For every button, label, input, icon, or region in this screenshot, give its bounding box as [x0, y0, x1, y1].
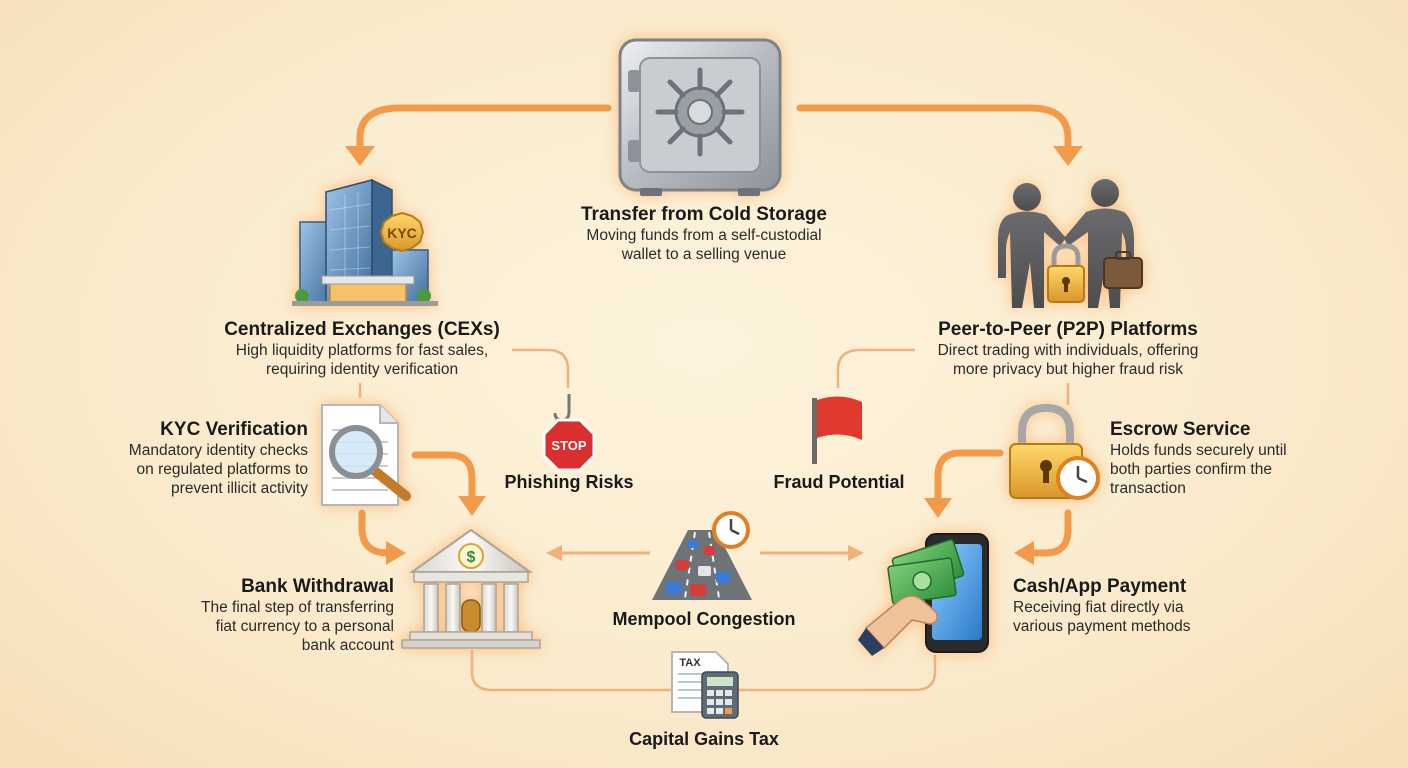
arrows	[356, 104, 1072, 557]
node-cex: Centralized Exchanges (CEXs) High liquid…	[180, 319, 544, 380]
p2p-title: Peer-to-Peer (P2P) Platforms	[938, 319, 1198, 340]
node-tax: Capital Gains Tax	[594, 729, 814, 751]
safe-icon	[618, 38, 782, 196]
node-phishing: Phishing Risks	[489, 472, 649, 494]
p2p-desc-2: more privacy but higher fraud risk	[952, 360, 1183, 378]
node-escrow: Escrow Service Holds funds securely unti…	[1110, 419, 1350, 499]
cold-storage-desc-1: Moving funds from a self-custodial	[586, 226, 822, 244]
kyc-desc-3: prevent illicit activity	[171, 479, 308, 497]
bank-desc-3: bank account	[301, 636, 394, 654]
bank-icon: $	[401, 528, 541, 649]
mempool-to-cash-head	[848, 545, 864, 561]
cash-phone-icon	[858, 533, 989, 656]
bank-desc-1: The final step of transferring	[201, 598, 394, 616]
arrow-cex-to-bank	[358, 509, 394, 557]
node-kyc: KYC Verification Mandatory identity chec…	[90, 419, 308, 499]
bank-desc-2: fiat currency to a personal	[215, 617, 394, 635]
node-cash: Cash/App Payment Receiving fiat directly…	[1013, 576, 1273, 637]
phishing-title: Phishing Risks	[504, 472, 634, 492]
stop-sign-hook-icon: STOP	[542, 394, 596, 472]
cex-desc-2: requiring identity verification	[265, 360, 459, 378]
cash-desc-1: Receiving fiat directly via	[1013, 598, 1184, 616]
node-bank: Bank Withdrawal The final step of transf…	[150, 576, 394, 656]
fraud-title: Fraud Potential	[773, 472, 905, 492]
mempool-to-bank-head	[546, 545, 562, 561]
handshake-icon	[998, 179, 1143, 308]
mempool-title: Mempool Congestion	[612, 609, 796, 629]
node-mempool: Mempool Congestion	[594, 609, 814, 631]
mempool-arrows	[546, 545, 864, 561]
arrowhead-p2p	[1053, 146, 1083, 166]
kyc-badge-icon: KYC	[379, 211, 425, 253]
arrowhead-bank-top	[458, 496, 486, 516]
arrowhead-cex	[345, 146, 375, 166]
p2p-desc-1: Direct trading with individuals, offerin…	[937, 341, 1199, 359]
kyc-desc-1: Mandatory identity checks	[128, 441, 308, 459]
padlock-clock-icon	[1009, 403, 1100, 500]
arrow-escrow-to-cash	[934, 449, 1004, 504]
cex-desc-1: High liquidity platforms for fast sales,	[235, 341, 489, 359]
tax-title: Capital Gains Tax	[629, 729, 779, 749]
cold-storage-desc-2: wallet to a selling venue	[621, 245, 787, 263]
kyc-desc-2: on regulated platforms to	[136, 460, 308, 478]
cold-storage-title: Transfer from Cold Storage	[581, 204, 827, 225]
traffic-road-clock-icon	[652, 511, 752, 600]
stop-sign-text: STOP	[551, 438, 586, 453]
escrow-title: Escrow Service	[1110, 419, 1251, 440]
kyc-title: KYC Verification	[160, 419, 308, 440]
cash-title: Cash/App Payment	[1013, 576, 1187, 597]
arrowheads	[345, 146, 1083, 565]
node-p2p: Peer-to-Peer (P2P) Platforms Direct trad…	[880, 319, 1256, 380]
escrow-desc-3: transaction	[1110, 479, 1186, 497]
arrow-cold-to-p2p	[796, 104, 1072, 154]
cex-title: Centralized Exchanges (CEXs)	[224, 319, 500, 340]
node-fraud: Fraud Potential	[759, 472, 919, 494]
connector-p2p-fraud	[836, 348, 915, 388]
red-flag-icon	[812, 396, 862, 464]
arrow-kyc-to-bank	[411, 451, 476, 502]
bank-title: Bank Withdrawal	[241, 576, 394, 597]
arrowhead-cash-right	[1014, 541, 1034, 565]
arrowhead-cash-top	[924, 498, 952, 518]
node-cold-storage: Transfer from Cold Storage Moving funds …	[540, 204, 868, 265]
arrow-p2p-to-cash	[1028, 509, 1072, 557]
tax-doc-text: TAX	[679, 657, 701, 669]
exchange-building-icon: KYC	[292, 178, 438, 306]
tax-calculator-icon: TAX	[671, 651, 739, 719]
escrow-desc-1: Holds funds securely until	[1110, 441, 1287, 459]
escrow-desc-2: both parties confirm the	[1110, 460, 1272, 478]
connector-cex-phishing	[512, 348, 570, 388]
arrowhead-bank-left	[386, 541, 406, 565]
cash-desc-2: various payment methods	[1013, 617, 1191, 635]
arrow-cold-to-cex	[356, 104, 612, 154]
document-magnifier-icon	[321, 404, 411, 506]
kyc-badge-text: KYC	[387, 225, 417, 241]
bank-dollar-icon: $	[467, 549, 476, 566]
